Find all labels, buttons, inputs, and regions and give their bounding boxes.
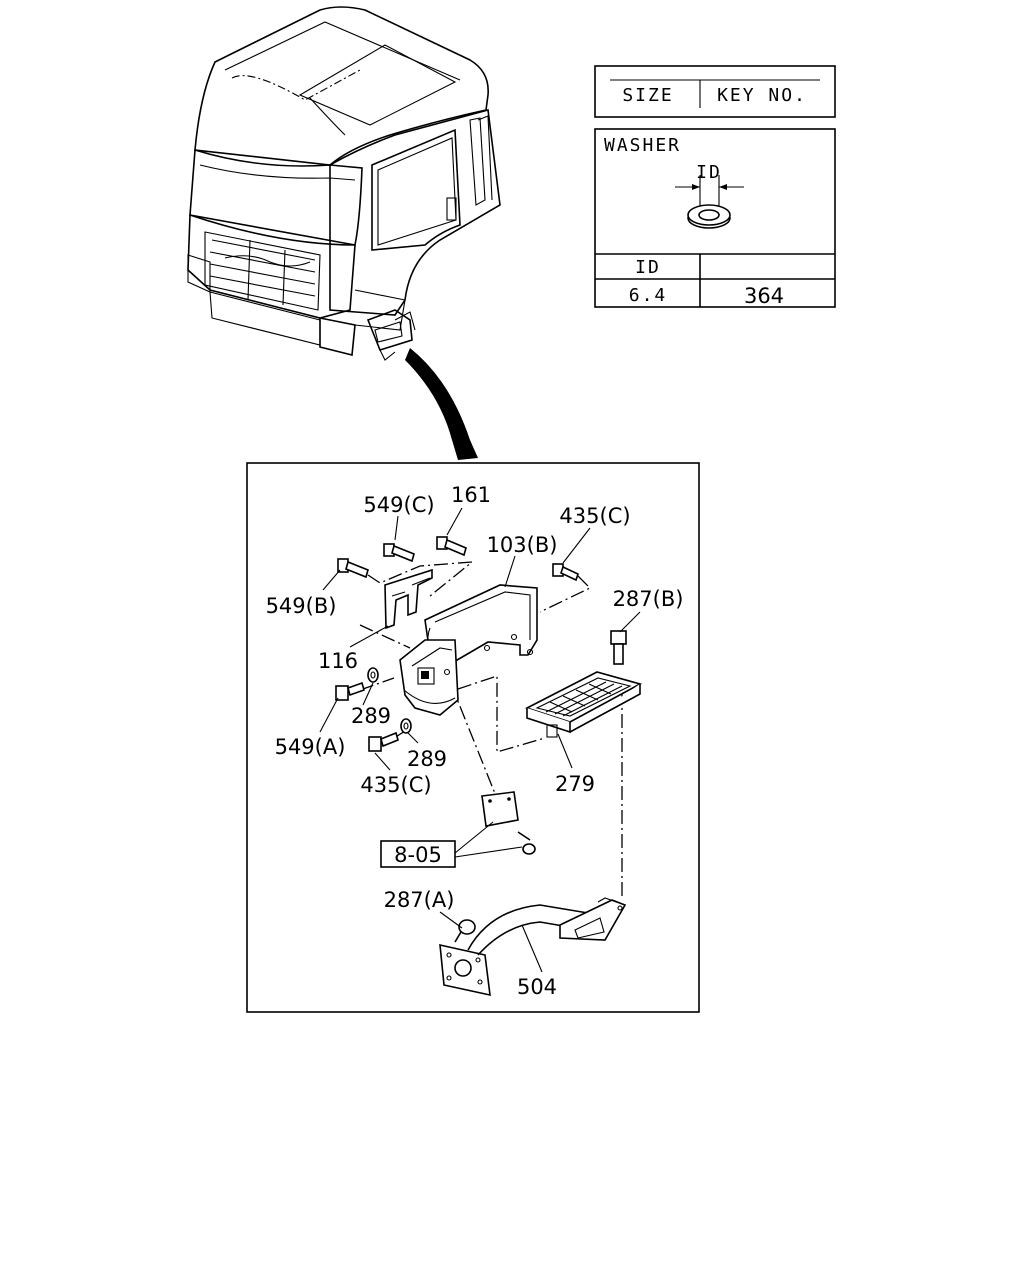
size-key-table: SIZE KEY NO.	[594, 65, 836, 118]
bolt-549a	[335, 681, 365, 701]
callout-435c-bottom: 435(C)	[360, 773, 431, 797]
truck-cab-illustration	[187, 6, 501, 361]
front-cover-piece	[399, 639, 459, 716]
callout-287b: 287(B)	[613, 587, 684, 611]
callout-289-a: 289	[351, 704, 391, 728]
callout-549c: 549(C)	[363, 493, 434, 517]
step-bracket-504	[439, 897, 627, 997]
bolt-287b	[610, 630, 627, 665]
reference-plate	[481, 791, 519, 827]
reference-box	[380, 840, 456, 868]
screw-icon	[517, 831, 536, 855]
callout-289-b: 289	[407, 747, 447, 771]
callout-ref-805: 8-05	[394, 843, 442, 867]
washer-id-header: ID	[635, 257, 661, 278]
bolt-549b	[337, 558, 369, 579]
bolt-435c-bottom	[368, 731, 399, 752]
washer-dim-label: ID	[696, 162, 722, 183]
washer-table: WASHER ID ID 6.4 364	[594, 128, 836, 308]
callout-504: 504	[517, 975, 557, 999]
detail-parts	[335, 536, 643, 997]
detail-pointer-arrow	[405, 348, 478, 460]
step-tread-279	[524, 671, 643, 738]
bolt-435c-top	[552, 563, 579, 582]
callout-labels: 549(C) 161 435(C) 103(B) 549(B) 287(B) 1…	[266, 483, 684, 999]
bolt-549c	[383, 543, 415, 563]
leader-lines	[319, 507, 641, 973]
washer-id-value: 6.4	[629, 285, 668, 306]
callout-287a: 287(A)	[384, 888, 455, 912]
washer-icon	[687, 204, 731, 229]
callout-116: 116	[318, 649, 358, 673]
detail-frame	[246, 462, 700, 1013]
washer-title: WASHER	[604, 135, 681, 156]
washer-289-b	[400, 718, 412, 734]
callout-279: 279	[555, 772, 595, 796]
bolt-161	[436, 536, 467, 557]
callout-103b: 103(B)	[487, 533, 558, 557]
washer-dimension-icon	[675, 175, 744, 210]
washer-key-value: 364	[744, 284, 784, 308]
callout-435c-top: 435(C)	[559, 504, 630, 528]
callout-161: 161	[451, 483, 491, 507]
bracket-116	[384, 568, 433, 630]
callout-549b: 549(B)	[266, 594, 337, 618]
key-no-column-header: KEY NO.	[717, 85, 807, 106]
callout-549a: 549(A)	[275, 735, 346, 759]
washer-289-a	[367, 667, 379, 683]
bolt-287a	[454, 919, 476, 943]
size-column-header: SIZE	[622, 85, 673, 106]
